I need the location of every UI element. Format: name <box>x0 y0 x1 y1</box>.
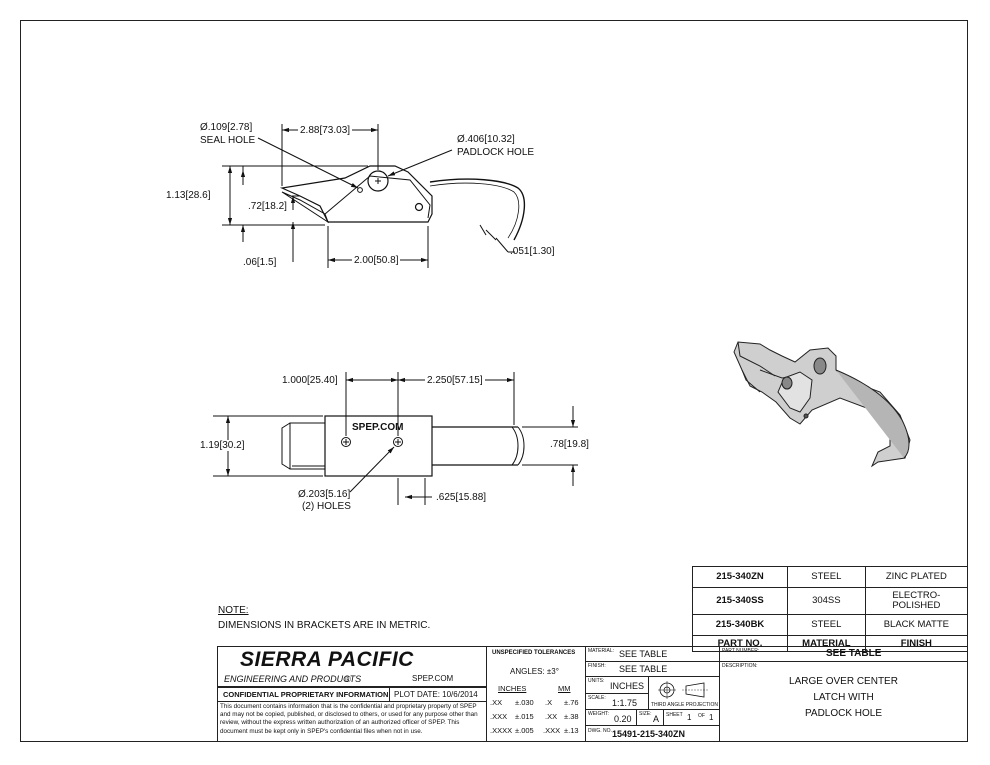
dwg-no-label: DWG. NO. <box>588 728 612 734</box>
description-line-2: LATCH WITH <box>813 692 874 703</box>
of-value: 1 <box>709 713 714 722</box>
description-cell <box>719 661 968 742</box>
part-number-cell: 215-340BK <box>692 614 788 636</box>
tolerances-title: UNSPECIFIED TOLERANCES <box>492 650 576 656</box>
isometric-view <box>733 341 911 468</box>
top-view <box>213 372 578 505</box>
table-row: 215-340SS 304SS ELECTRO- POLISHED <box>692 587 969 615</box>
company-subtitle: ENGINEERING AND PRODUCTS <box>224 674 362 684</box>
table-header-row: PART NO. MATERIAL FINISH <box>692 635 969 652</box>
of-label: OF <box>698 713 705 719</box>
description-line-1: LARGE OVER CENTER <box>789 676 898 687</box>
material-table: 215-340ZN STEEL ZINC PLATED 215-340SS 30… <box>692 566 969 652</box>
scale-label: SCALE: <box>588 695 606 701</box>
padlock-hole-label: PADLOCK HOLE <box>457 147 535 158</box>
sheet-label: SHEET <box>666 712 683 718</box>
seal-hole-label: SEAL HOLE <box>200 135 256 146</box>
note-title: NOTE: <box>218 605 249 616</box>
header-finish: FINISH <box>864 635 969 652</box>
finish-value: SEE TABLE <box>619 664 668 674</box>
tol-mm-val-2: ±.38 <box>564 712 579 721</box>
tol-in-val-1: ±.030 <box>515 698 534 707</box>
inches-header: INCHES <box>498 684 527 693</box>
part-number-cell: 215-340SS <box>692 587 788 615</box>
finish-cell: ELECTRO- POLISHED <box>864 587 969 615</box>
tol-in-2: .XXX <box>490 712 508 721</box>
seal-hole-diameter: Ø.109[2.78] <box>200 122 253 133</box>
company-website: SPEP.COM <box>412 674 454 683</box>
finish-label: FINISH: <box>588 663 606 669</box>
padlock-hole-diameter: Ø.406[10.32] <box>457 134 515 145</box>
mm-header: MM <box>558 684 571 693</box>
third-angle-projection-icon <box>658 681 708 699</box>
dwg-no-value: 15491-215-340ZN <box>612 729 686 739</box>
weight-value: 0.20 <box>614 714 632 724</box>
dim-hole-offset: 1.000[25.40] <box>282 375 338 386</box>
dim-base-length: 2.00[50.8] <box>352 255 401 266</box>
tol-in-val-3: ±.005 <box>515 726 534 735</box>
dim-hole-to-end: 2.250[57.15] <box>425 375 485 386</box>
dim-width: 1.19[30.2] <box>200 440 245 451</box>
part-number-cell: 215-340ZN <box>692 566 788 588</box>
finish-cell: BLACK MATTE <box>864 614 969 636</box>
tol-in-1: .XX <box>490 698 503 707</box>
table-row: 215-340ZN STEEL ZINC PLATED <box>692 566 969 588</box>
company-name: SIERRA PACIFIC <box>240 648 414 671</box>
tol-mm-1: .X <box>545 698 553 707</box>
dim-plate-thickness: .06[1.5] <box>243 257 277 268</box>
material-label: MATERIAL: <box>588 648 615 654</box>
finish-cell: ZINC PLATED <box>864 566 969 588</box>
units-value: INCHES <box>610 681 645 691</box>
spep-stamp: SPEP.COM <box>352 422 404 433</box>
table-row: 215-340BK STEEL BLACK MATTE <box>692 614 969 636</box>
note-text: DIMENSIONS IN BRACKETS ARE IN METRIC. <box>218 620 431 631</box>
disclaimer-text: This document contains information that … <box>220 703 478 735</box>
confidential-label: CONFIDENTIAL PROPRIETARY INFORMATION <box>223 690 389 699</box>
units-label: UNITS: <box>588 678 605 684</box>
angles-tolerance: ANGLES: ±3° <box>510 667 559 676</box>
size-value: A <box>653 714 660 724</box>
projection-label: THIRD ANGLE PROJECTION <box>651 702 718 708</box>
tol-mm-val-3: ±.13 <box>564 726 579 735</box>
material-cell: STEEL <box>787 566 866 588</box>
tol-in-3: .XXXX <box>490 726 513 735</box>
material-value: SEE TABLE <box>619 649 668 659</box>
description-line-3: PADLOCK HOLE <box>804 708 883 719</box>
tol-mm-2: .XX <box>545 712 558 721</box>
material-cell: STEEL <box>787 614 866 636</box>
tol-mm-3: .XXX <box>543 726 561 735</box>
header-part-no: PART NO. <box>692 635 788 652</box>
size-label: SIZE: <box>639 711 652 717</box>
dim-overall-length: 2.88[73.03] <box>298 125 353 136</box>
tol-in-val-2: ±.015 <box>515 712 534 721</box>
dim-bail-width: .78[19.8] <box>550 439 589 450</box>
tol-mm-val-1: ±.76 <box>564 698 579 707</box>
dim-hole-edge: .625[15.88] <box>436 492 487 503</box>
part-number-value: SEE TABLE <box>826 648 882 659</box>
registered-mark: ® <box>345 675 351 684</box>
sheet-value: 1 <box>687 713 692 722</box>
dim-wire-thickness: .051[1.30] <box>510 246 555 257</box>
material-cell: 304SS <box>787 587 866 615</box>
weight-label: WEIGHT: <box>588 711 609 717</box>
description-label: DESCRIPTION: <box>722 663 758 669</box>
mounting-holes-diameter: Ø.203[5.16] <box>298 489 351 500</box>
mounting-holes-count: (2) HOLES <box>302 501 351 512</box>
dim-body-height: .72[18.2] <box>248 201 287 212</box>
plot-date: PLOT DATE: 10/6/2014 <box>394 690 478 699</box>
side-view <box>222 124 525 268</box>
dim-height: 1.13[28.6] <box>166 190 211 201</box>
scale-value: 1:1.75 <box>612 698 638 708</box>
part-number-label: PART NUMBER: <box>722 648 760 654</box>
